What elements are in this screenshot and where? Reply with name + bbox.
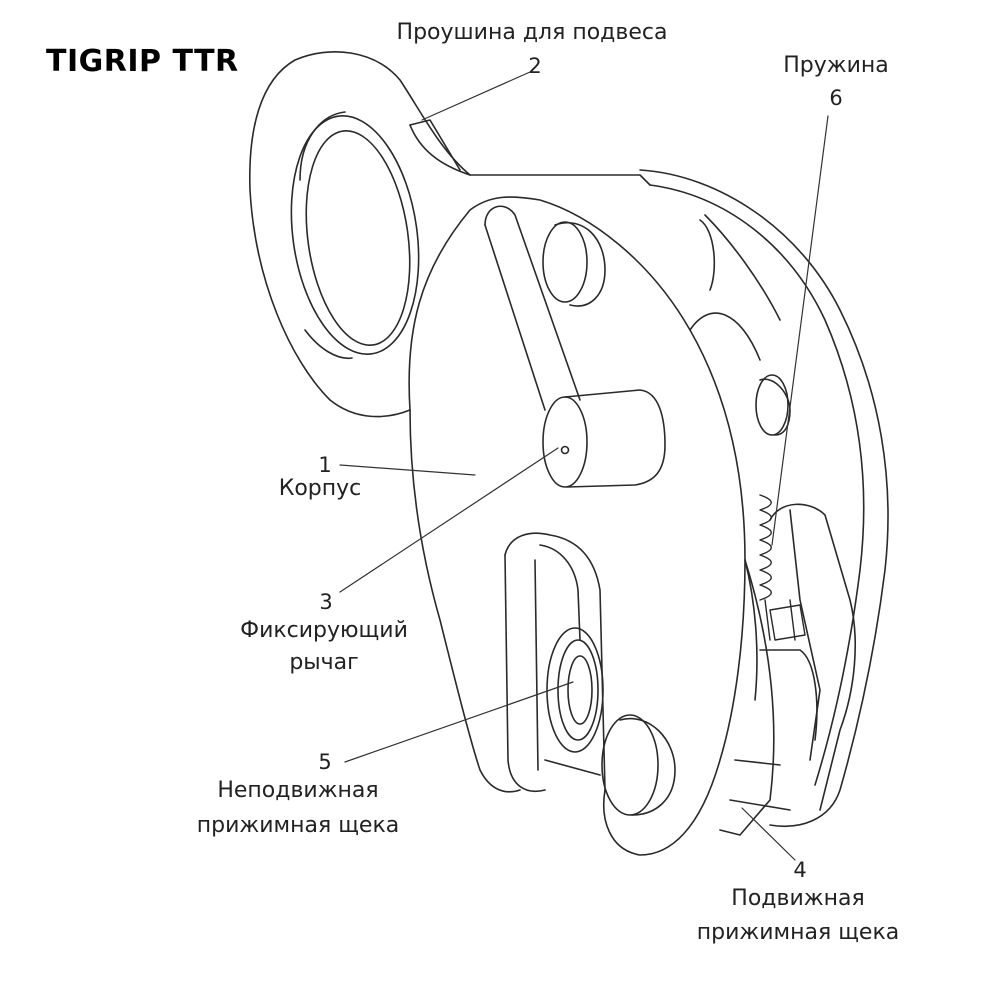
leader-line-1	[339, 464, 476, 476]
leader-line-3	[339, 447, 559, 593]
callout-4-label-line2: прижимная щека	[696, 920, 900, 945]
callout-2-number: 2	[528, 54, 542, 78]
locking-lever	[484, 205, 666, 488]
back-plate	[639, 169, 889, 827]
callout-3-label-line1: Фиксирующий	[240, 618, 408, 643]
bottom-pin	[601, 714, 676, 816]
leader-lines	[339, 71, 829, 861]
leader-line-4	[741, 807, 796, 861]
leader-line-5	[344, 681, 574, 763]
suspension-eye	[248, 51, 651, 418]
callout-2-label: Проушина для подвеса	[396, 20, 668, 45]
leader-line-2	[421, 71, 531, 121]
spring	[759, 494, 806, 641]
callout-1-label: Корпус	[278, 476, 362, 501]
callout-4-number: 4	[793, 858, 807, 882]
callout-6-label: Пружина	[783, 53, 889, 78]
side-pins	[699, 219, 791, 436]
top-pin	[542, 221, 606, 307]
leader-line-6	[771, 115, 829, 546]
fixed-jaw	[544, 627, 604, 776]
callout-6-number: 6	[829, 86, 843, 110]
main-body	[408, 196, 761, 856]
callout-3-label-line2: рычаг	[289, 650, 359, 675]
callout-1-number: 1	[318, 453, 332, 477]
movable-jaw	[719, 503, 856, 836]
callout-5-label-line1: Неподвижная	[217, 778, 379, 803]
callout-5-number: 5	[318, 750, 332, 774]
callout-4-label-line1: Подвижная	[731, 886, 865, 911]
title: TIGRIP TTR	[46, 44, 239, 79]
jaw-slot	[504, 532, 606, 792]
callout-5-label-line2: прижимная щека	[196, 813, 400, 838]
callout-3-number: 3	[319, 590, 333, 614]
